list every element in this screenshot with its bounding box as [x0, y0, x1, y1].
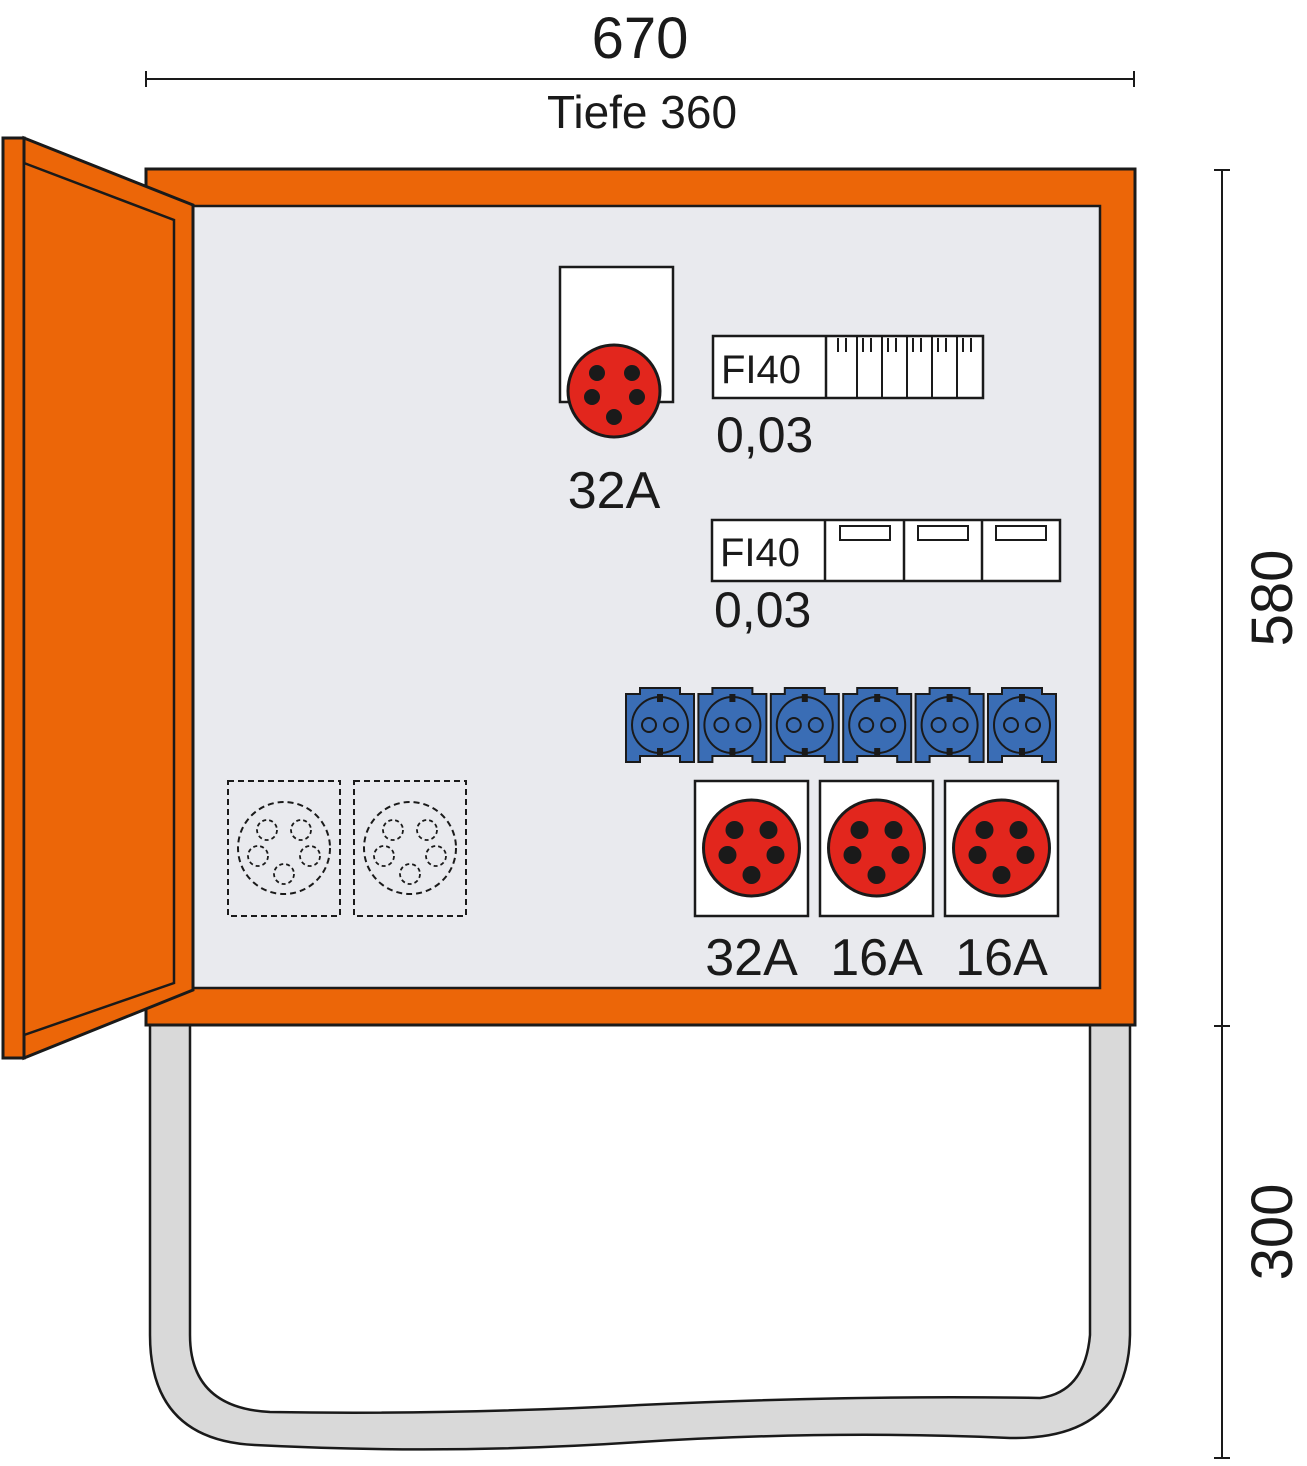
schuko-socket	[697, 687, 768, 763]
schuko-socket	[914, 687, 985, 763]
height-label: 580	[1240, 550, 1305, 647]
schuko-socket	[842, 687, 913, 763]
cee-socket	[818, 779, 935, 918]
stand-height-label: 300	[1240, 1184, 1305, 1281]
schuko-socket	[625, 687, 695, 763]
cabinet-door	[1, 135, 195, 1061]
rcd-1	[711, 334, 985, 400]
schuko-socket-row	[625, 687, 1057, 763]
rcd-2-sensitivity: 0,03	[714, 582, 811, 638]
cee-socket-rating: 32A	[705, 929, 798, 987]
cee-socket-rating: 16A	[830, 929, 923, 987]
rcd-1-sensitivity: 0,03	[716, 407, 813, 463]
height-dimension	[1214, 169, 1230, 1459]
rcd-2	[710, 518, 1062, 583]
schuko-socket	[769, 687, 840, 763]
optional-socket	[227, 780, 341, 917]
rcd-1-type: FI40	[721, 348, 801, 392]
optional-socket-row	[227, 780, 467, 917]
stand-frame	[148, 1018, 1132, 1451]
optional-socket	[353, 780, 467, 917]
rcd-2-type: FI40	[720, 531, 800, 575]
width-dimension	[145, 71, 1135, 87]
width-label: 670	[592, 6, 689, 71]
schuko-socket	[987, 687, 1057, 763]
depth-label: Tiefe 360	[547, 86, 737, 138]
top-cee-socket	[558, 265, 675, 439]
cee-socket	[943, 779, 1060, 918]
cee-socket-row: 32A 16A 16A	[693, 779, 1060, 987]
top-socket-rating: 32A	[568, 462, 661, 520]
cee-socket-rating: 16A	[955, 929, 1048, 987]
cee-socket	[693, 779, 810, 918]
